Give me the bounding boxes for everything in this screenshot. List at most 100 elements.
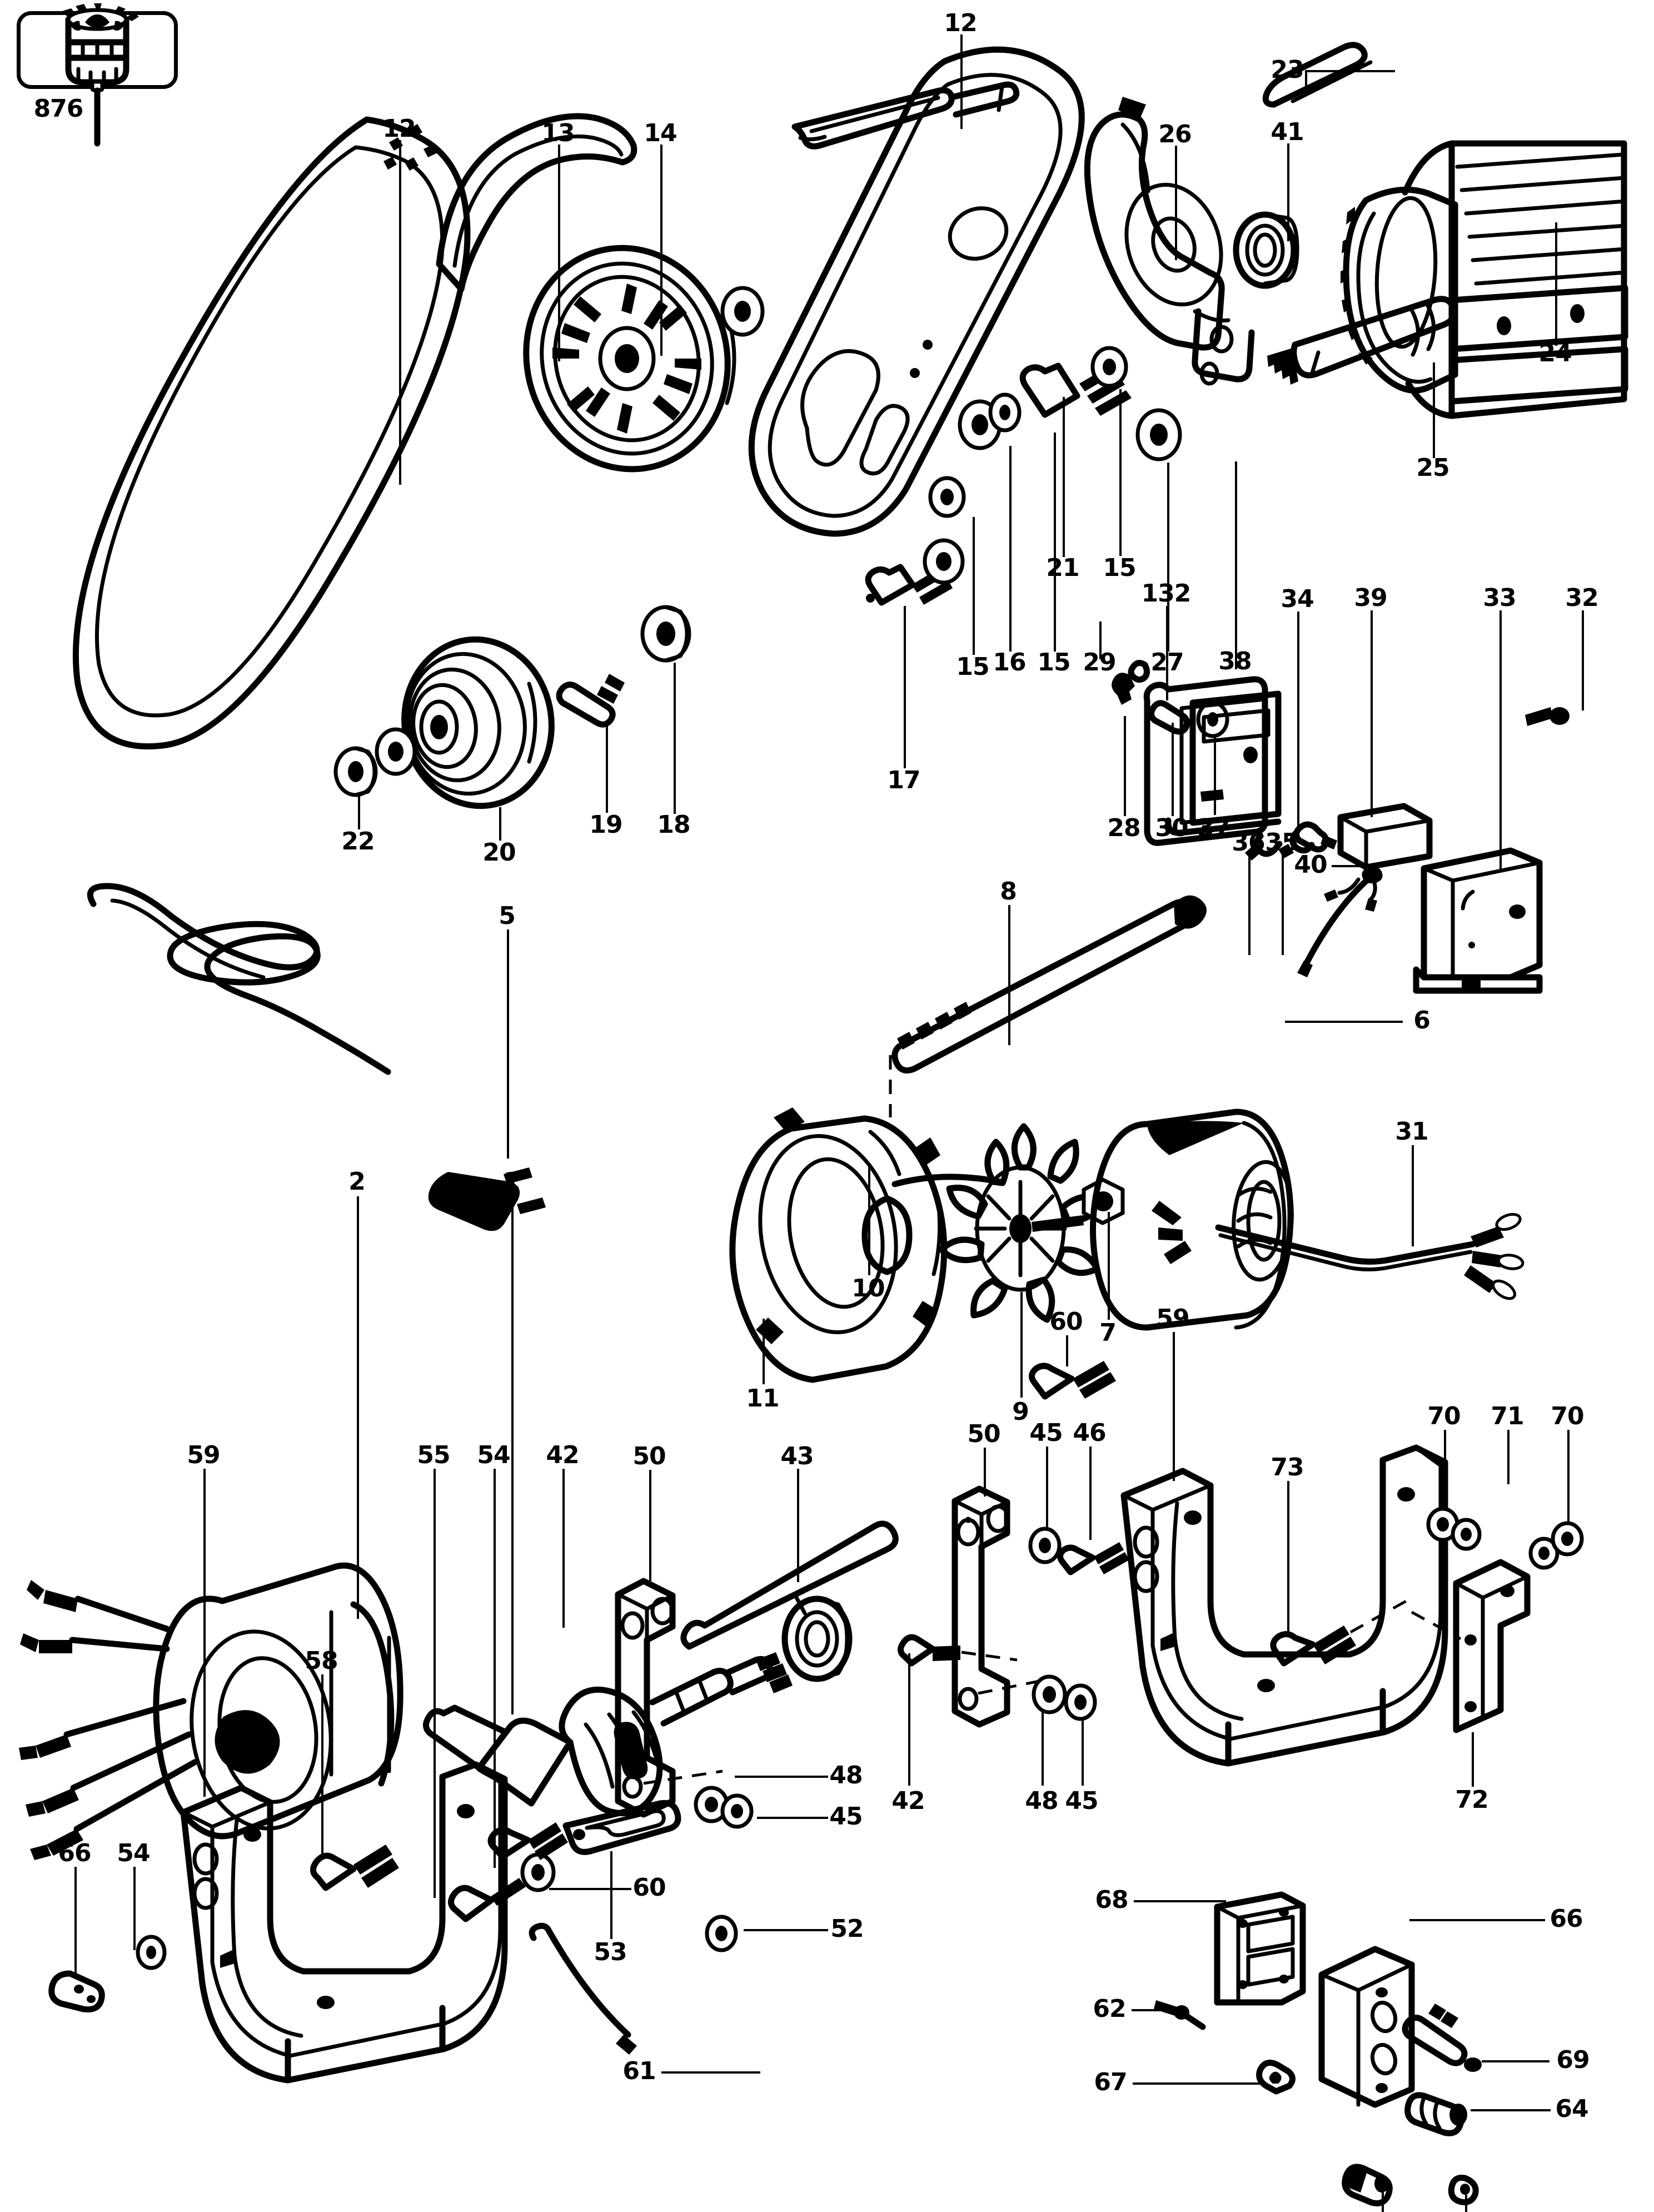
- leader-59b: [203, 1469, 206, 1797]
- leader-38: [1235, 461, 1237, 669]
- callout-48a: 48: [1025, 1787, 1058, 1815]
- washer-icon-15d: [925, 540, 963, 583]
- callout-28: 28: [1107, 814, 1140, 842]
- callout-18: 18: [657, 811, 690, 839]
- leader-62: [1132, 2009, 1176, 2011]
- callout-29: 29: [1083, 648, 1116, 677]
- leader-23: [1306, 70, 1395, 72]
- link-arm-icon-50b: [618, 1520, 968, 1815]
- model-inset-box: [17, 11, 178, 89]
- fan-icon-9: [941, 1126, 1103, 1320]
- leader-12b: [960, 34, 963, 129]
- callout-73: 73: [1271, 1453, 1304, 1482]
- callout-24: 24: [1538, 339, 1572, 367]
- leader-54a: [494, 1469, 496, 1868]
- clip-icon-28: [1112, 673, 1135, 705]
- callout-876: 876: [33, 95, 84, 123]
- leader-17: [904, 606, 906, 768]
- callout-6: 6: [1413, 1006, 1431, 1035]
- grommet-icon-63: [1451, 2178, 1476, 2202]
- leader-25: [1433, 362, 1435, 458]
- leader-27: [1167, 463, 1169, 652]
- washer-icon-54b: [138, 1937, 165, 1968]
- leader-45b: [1082, 1718, 1084, 1786]
- callout-66b: 66: [1550, 1905, 1583, 1933]
- leader-72: [1472, 1732, 1474, 1787]
- spindle-shaft-icon: [795, 84, 1017, 146]
- callout-1: 1: [503, 1167, 520, 1196]
- callout-71: 71: [1491, 1402, 1524, 1430]
- leader-37: [1214, 737, 1216, 815]
- leader-29a: [1099, 622, 1102, 659]
- leader-43: [797, 1469, 799, 1582]
- leader-67: [1133, 2082, 1264, 2085]
- callout-45a: 45: [1029, 1419, 1063, 1447]
- terminal-block-icon-33: [1416, 851, 1540, 991]
- callout-15c: 15: [956, 653, 989, 681]
- armature-icon-1: [426, 1652, 793, 1813]
- capacitor-icon-39: [1324, 806, 1429, 912]
- nut-icon-16: [960, 401, 1000, 448]
- leader-59a: [1173, 1332, 1175, 1481]
- callout-43: 43: [780, 1442, 814, 1470]
- leader-10: [868, 1166, 870, 1275]
- gasket-icon-68: [1217, 1895, 1303, 2002]
- leader-50a: [984, 1448, 986, 1497]
- leader-132: [1166, 606, 1168, 700]
- washer-icon-a: [723, 288, 763, 335]
- callout-30: 30: [1155, 814, 1188, 842]
- bolt-icon-17: [866, 567, 953, 605]
- callout-23: 23: [1271, 56, 1304, 84]
- callout-54a: 54: [477, 1441, 510, 1469]
- callout-11: 11: [746, 1384, 779, 1413]
- callout-54b: 54: [117, 1839, 150, 1867]
- spindle-tube-icon: [1267, 299, 1454, 385]
- callout-37: 37: [1197, 814, 1230, 842]
- screw-icon-62: [1154, 2000, 1203, 2027]
- nut-icon-45d: [1066, 1686, 1095, 1719]
- screw-icon-60a: [1032, 1361, 1116, 1399]
- leader-15b: [1054, 433, 1056, 652]
- leader-65: [1382, 2190, 1384, 2212]
- leader-24: [1555, 222, 1557, 346]
- washer-icon-37: [1198, 703, 1227, 736]
- leader-1: [511, 1196, 514, 1714]
- callout-32: 32: [1565, 584, 1598, 612]
- callout-21: 21: [1046, 554, 1079, 582]
- callout-70a: 70: [1427, 1402, 1461, 1430]
- callout-31: 31: [1395, 1117, 1428, 1146]
- leader-32: [1582, 610, 1584, 710]
- nut-icon-52: [707, 1917, 736, 1950]
- pin-icon-29: [1131, 663, 1147, 679]
- leader-48b: [735, 1776, 828, 1778]
- callout-61: 61: [622, 2057, 656, 2085]
- leader-69: [1482, 2060, 1550, 2062]
- callout-55: 55: [417, 1441, 450, 1469]
- callout-42a: 42: [891, 1787, 925, 1815]
- leader-6: [1285, 1021, 1403, 1023]
- washer-icon-71b: [1531, 1539, 1557, 1568]
- callout-50a: 50: [967, 1420, 1000, 1448]
- callout-69: 69: [1556, 2046, 1590, 2074]
- callout-12a: 12: [382, 115, 416, 143]
- drive-belt-icon: [76, 120, 467, 747]
- leader-53: [610, 1851, 612, 1939]
- callout-22: 22: [341, 827, 375, 856]
- callout-62: 62: [1093, 1995, 1126, 2023]
- step-pulley-icon: [393, 630, 562, 816]
- motor-housing-icon: [1341, 143, 1625, 416]
- washer-icon-15c: [930, 478, 964, 516]
- leader-19: [606, 724, 608, 813]
- lead-wire-icon-40: [1297, 867, 1383, 977]
- washer-icon-15a: [1093, 348, 1126, 386]
- switch-housing-icon-66: [1322, 1949, 1412, 2105]
- leader-2: [357, 1196, 359, 1619]
- callout-46: 46: [1073, 1419, 1106, 1447]
- callout-35: 35: [1265, 828, 1298, 857]
- leader-60b: [549, 1888, 631, 1890]
- screw-icon-32: [1525, 707, 1570, 726]
- guard-plate-icon: [751, 49, 1082, 534]
- leader-16: [1009, 446, 1012, 652]
- end-cap-icon-6: [1093, 1112, 1296, 1328]
